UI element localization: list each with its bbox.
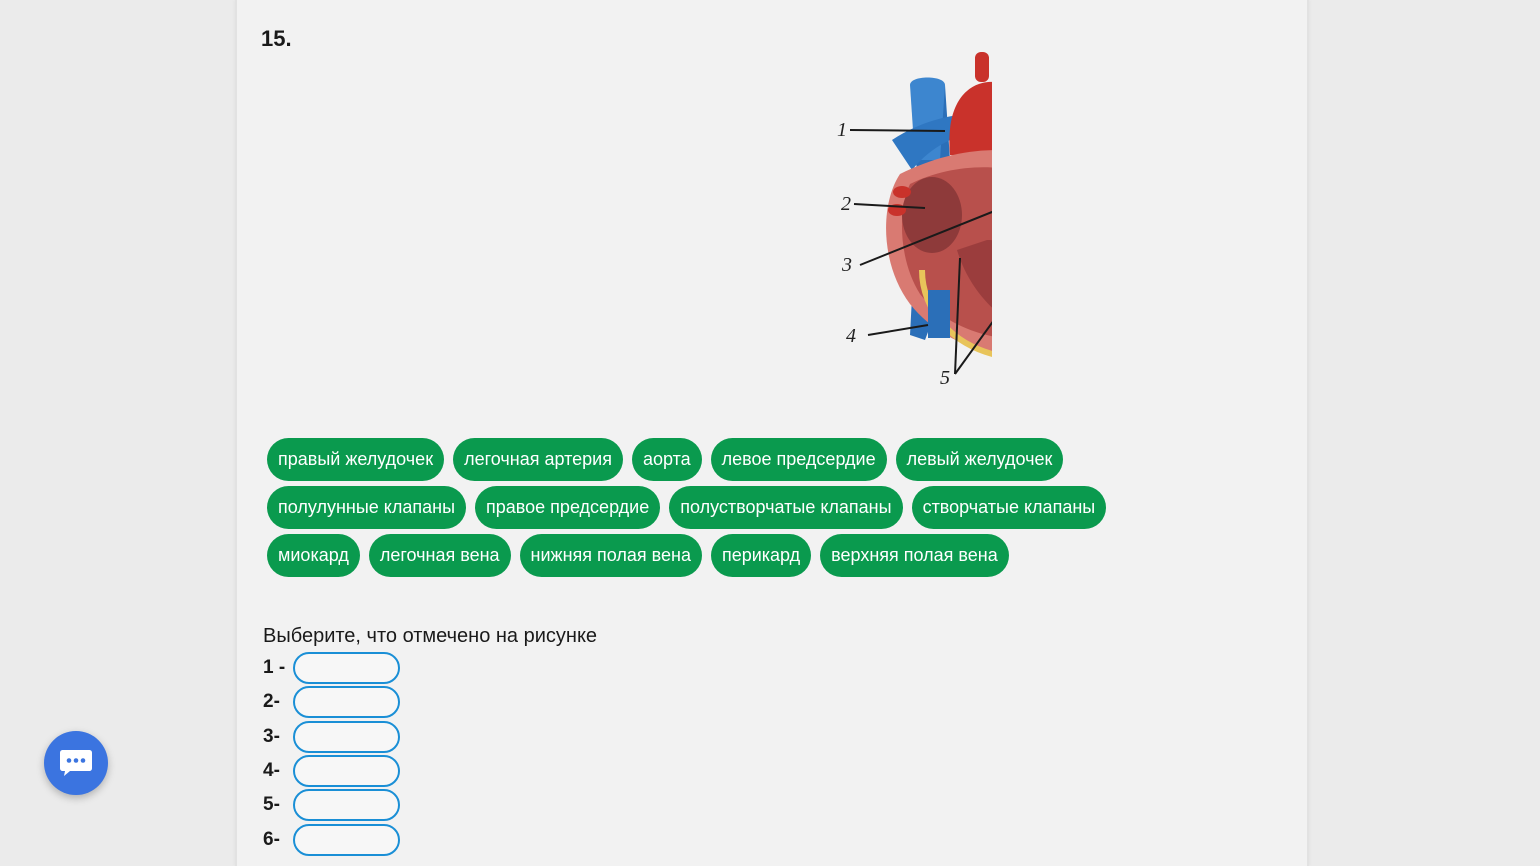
answer-row: 3- [263,720,400,754]
word-chip[interactable]: миокард [267,534,360,577]
answer-label: 6- [263,828,280,850]
word-chip[interactable]: левое предсердие [710,438,887,481]
chat-bubble-icon [60,750,92,776]
callout-3: 3 [841,254,852,276]
word-chip[interactable]: нижняя полая вена [519,534,702,577]
question-number: 15. [261,26,292,51]
answer-label: 2- [263,691,280,713]
word-bank: правый желудочек легочная артерия аорта … [267,438,1267,582]
answer-row: 4- [263,754,400,788]
answer-label: 1 - [263,657,286,679]
word-chip[interactable]: полулунные клапаны [267,486,467,529]
word-bank-row: полулунные клапаны правое предсердие пол… [267,486,1267,529]
answer-label: 3- [263,725,280,747]
answer-drop-slot[interactable] [293,720,400,753]
answer-drop-slot[interactable] [293,789,400,822]
word-chip[interactable]: полустворчатые клапаны [669,486,903,529]
callout-5: 5 [940,367,950,389]
answer-prompt: Выберите, что отмечено на рисунке [263,625,598,647]
word-chip[interactable]: легочная артерия [453,438,623,481]
answer-drop-slot[interactable] [293,823,400,856]
word-chip[interactable]: перикард [710,534,812,577]
answer-row: 6- [263,822,400,856]
question-card: 15. [235,0,1309,866]
answer-label: 4- [263,760,280,782]
answer-row: 2- [263,685,400,719]
callout-2: 2 [841,193,851,215]
callout-4: 4 [846,325,856,347]
word-chip[interactable]: легочная вена [368,534,511,577]
chat-button[interactable] [44,731,108,795]
answer-drop-slot[interactable] [293,686,400,719]
word-chip[interactable]: створчатые клапаны [911,486,1107,529]
word-bank-row: миокард легочная вена нижняя полая вена … [267,534,1267,577]
answer-row: 1 - [263,651,400,685]
heart-illustration: 1 2 3 4 5 6 7 8 9 10 11 [837,48,1199,389]
word-chip[interactable]: аорта [631,438,702,481]
heart-diagram: 1 2 3 4 5 6 7 8 9 10 11 [592,40,1199,400]
word-chip[interactable]: верхняя полая вена [820,534,1009,577]
callout-1: 1 [837,119,847,141]
word-chip[interactable]: правый желудочек [267,438,445,481]
answer-row: 5- [263,788,400,822]
word-bank-row: правый желудочек легочная артерия аорта … [267,438,1267,481]
answer-label: 5- [263,794,280,816]
answer-drop-slot[interactable] [293,652,400,685]
answer-drop-slot[interactable] [293,755,400,788]
word-chip[interactable]: правое предсердие [475,486,661,529]
answer-list: 1 - 2- 3- 4- 5- 6- [263,651,400,857]
word-chip[interactable]: левый желудочек [895,438,1064,481]
